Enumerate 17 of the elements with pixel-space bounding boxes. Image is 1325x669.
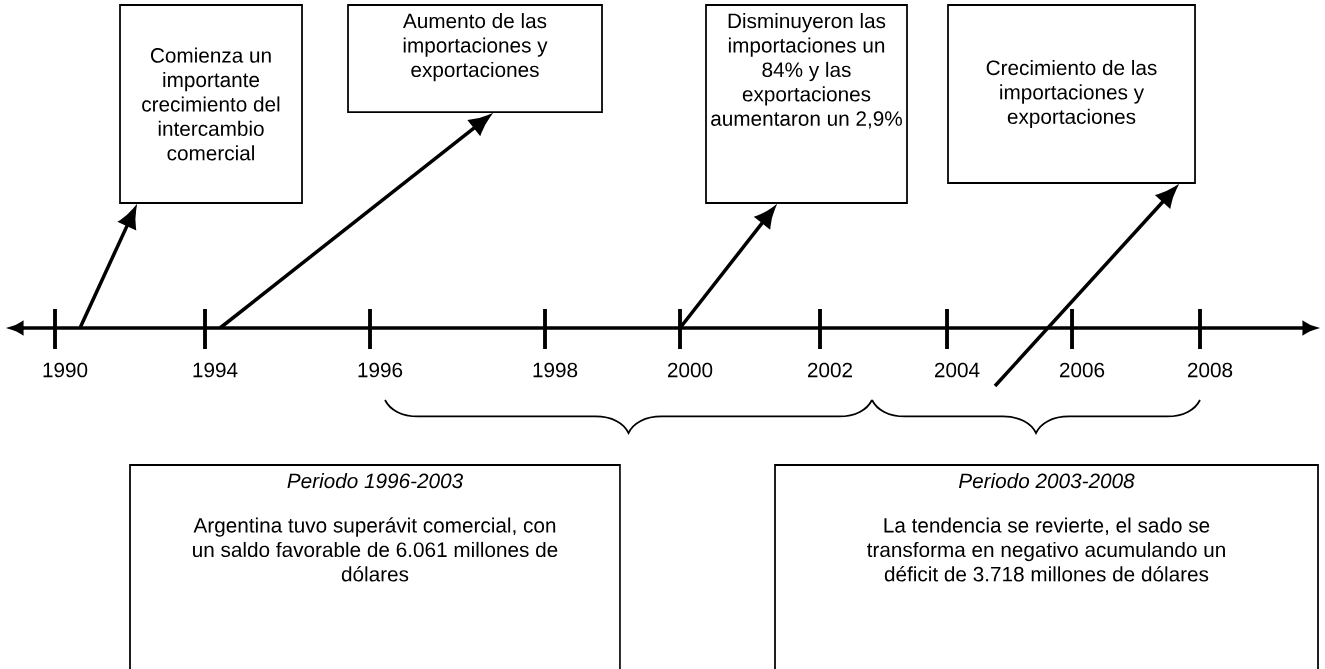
arrow	[993, 186, 1177, 388]
period-box: Periodo 2003-2008 La tendencia se revierte, el sado se transforma en negativo acumulando un déficit de 3.718 millones de dólares	[774, 464, 1319, 669]
arrow	[78, 207, 137, 329]
event-box: Comienza un importante crecimiento del intercambio comercial	[119, 4, 303, 204]
year-label: 1990	[43, 362, 88, 378]
event-box: Aumento de las importaciones y exportaciones	[347, 4, 603, 113]
event-box: Disminuyeron las importaciones un 84% y las exportaciones aumentaron un 2,9%	[705, 4, 908, 204]
year-label: 2006	[1060, 362, 1105, 378]
year-label: 2004	[935, 362, 980, 378]
year-label: 2002	[808, 362, 852, 378]
period-box: Periodo 1996-2003 Argentina tuvo superávit comercial, con un saldo favorable de 6.061 millones de dólares	[129, 464, 621, 669]
year-label: 1996	[358, 362, 403, 378]
year-label: 2000	[668, 362, 713, 378]
year-label: 1994	[193, 362, 238, 378]
year-label: 1998	[533, 362, 578, 378]
year-label: 2008	[1188, 362, 1233, 378]
event-box: Crecimiento de las importaciones y exportaciones	[947, 4, 1196, 184]
